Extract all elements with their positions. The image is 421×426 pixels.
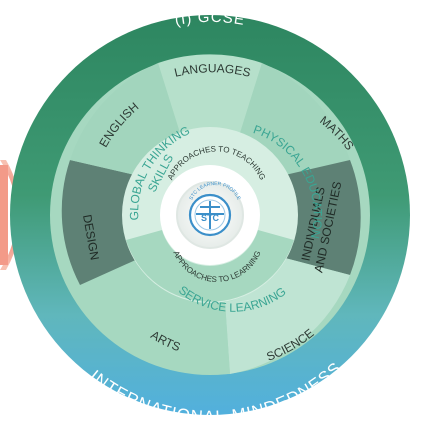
adjacent-diagram-arc-band: [0, 165, 8, 265]
svg-text:LANGUAGES: LANGUAGES: [173, 61, 252, 80]
svg-text:(I) GCSE: (I) GCSE: [174, 9, 247, 29]
segment-design: [61, 160, 140, 285]
inner-ring-service-band: [126, 230, 294, 302]
outer-top-label: (I) GCSE: [174, 9, 246, 29]
stc-logo-text: STC: [201, 213, 220, 223]
stc-logo: STC: [188, 193, 232, 237]
segment-individuals-societies: [285, 160, 361, 275]
segment-maths: [240, 63, 350, 175]
segment-english: [70, 63, 180, 175]
segment-arts: [80, 258, 230, 375]
subject-segments: [61, 54, 361, 375]
label-languages: LANGUAGES: [173, 61, 252, 80]
segment-science: [225, 258, 350, 374]
segment-languages: [158, 54, 262, 133]
